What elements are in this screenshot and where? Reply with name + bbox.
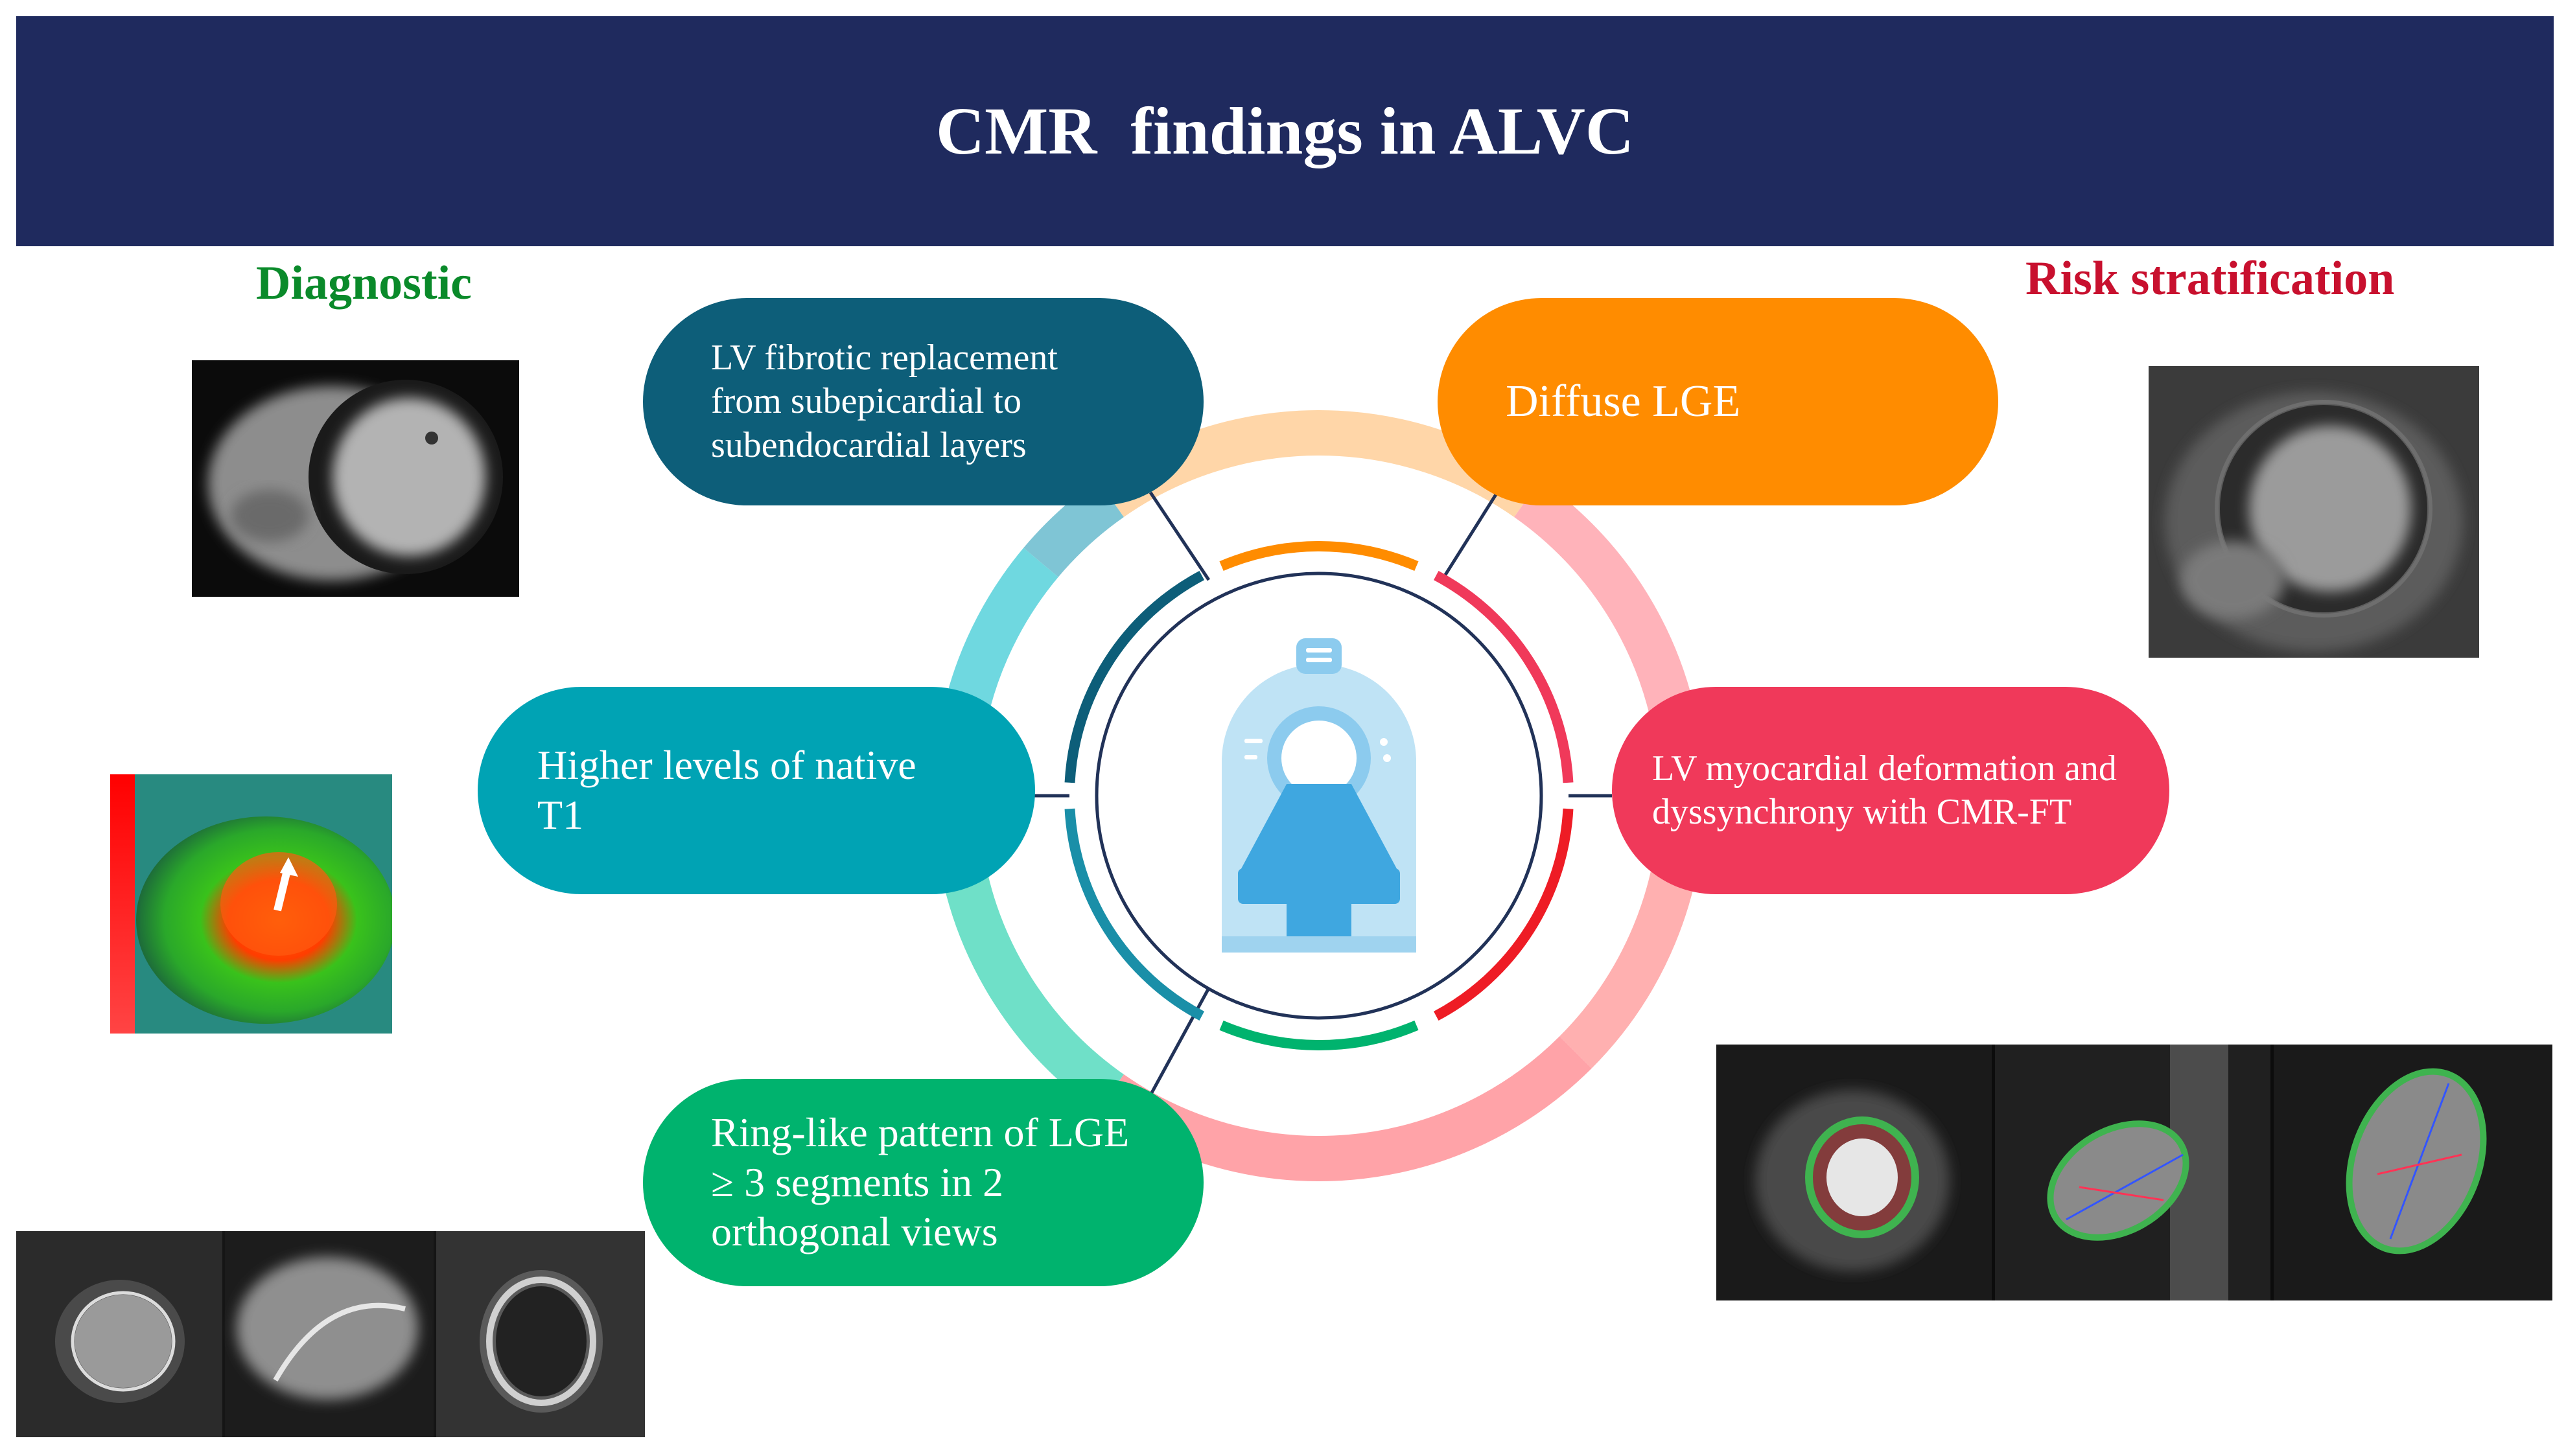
title-banner: CMR findings in ALVC	[16, 16, 2554, 246]
outer-ring-segment	[1023, 480, 1125, 577]
finding-line: orthogonal views	[711, 1208, 998, 1255]
outer-ring-segment	[939, 854, 1125, 1112]
inner-ring-segment	[1064, 571, 1205, 783]
inner-ring-segment	[1433, 808, 1574, 1021]
finding-text: LV fibrotic replacement from subepicardi…	[711, 336, 1058, 467]
connector-line	[1440, 491, 1499, 581]
finding-line: T1	[537, 792, 584, 838]
mri-scanner-icon	[1222, 638, 1416, 953]
finding-line: LV fibrotic replacement	[711, 338, 1058, 378]
inner-ring-segment	[1219, 541, 1419, 571]
finding-line: LV myocardial deformation and	[1652, 748, 2117, 789]
cardiac-mri-risk-image	[2149, 366, 2479, 658]
finding-diffuse-lge: Diffuse LGE	[1438, 298, 1998, 505]
connector-line	[1149, 491, 1211, 581]
finding-text: Ring-like pattern of LGE ≥ 3 segments in…	[711, 1108, 1129, 1257]
finding-text: Diffuse LGE	[1506, 375, 1740, 429]
finding-line: Higher levels of native	[537, 742, 916, 789]
risk-stratification-heading: Risk stratification	[2025, 252, 2395, 305]
page-title: CMR findings in ALVC	[936, 94, 1634, 168]
finding-ring-like-lge: Ring-like pattern of LGE ≥ 3 segments in…	[643, 1079, 1204, 1286]
connector-line	[1149, 987, 1211, 1096]
finding-native-t1: Higher levels of native T1	[478, 687, 1035, 894]
finding-myocardial-deformation: LV myocardial deformation and dyssynchro…	[1612, 687, 2169, 894]
inner-ring-segment	[1064, 808, 1205, 1021]
diagnostic-heading: Diagnostic	[256, 257, 472, 310]
finding-line: ≥ 3 segments in 2	[711, 1159, 1004, 1205]
inner-ring-segment	[1219, 1021, 1419, 1050]
finding-line: from subepicardial to	[711, 381, 1021, 422]
finding-line: dyssynchrony with CMR-FT	[1652, 792, 2072, 832]
connector-lines	[1034, 491, 1612, 1096]
finding-text: Higher levels of native T1	[537, 741, 916, 840]
t1-mapping-image	[110, 774, 392, 1034]
inner-ring	[1064, 541, 1574, 1050]
finding-text: LV myocardial deformation and dyssynchro…	[1652, 747, 2117, 834]
cardiac-mri-short-axis-image	[192, 360, 519, 597]
finding-fibrotic-replacement: LV fibrotic replacement from subepicardi…	[643, 298, 1204, 505]
cardiac-mri-three-views-image	[16, 1231, 645, 1437]
inner-ring-segment	[1433, 571, 1574, 783]
finding-line: Ring-like pattern of LGE	[711, 1109, 1130, 1155]
cmr-feature-tracking-image	[1716, 1045, 2552, 1300]
finding-line: Diffuse LGE	[1506, 376, 1741, 426]
finding-line: subendocardial layers	[711, 424, 1027, 465]
